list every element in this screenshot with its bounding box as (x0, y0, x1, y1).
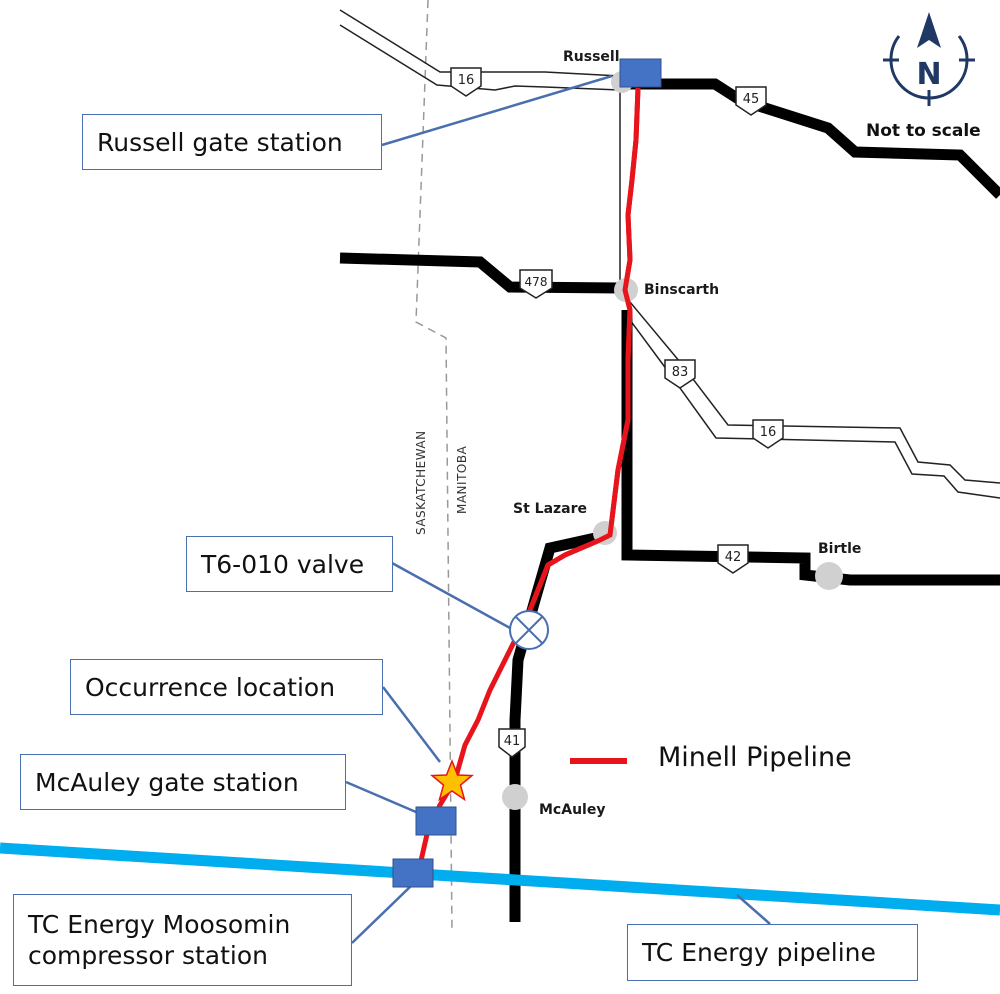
leader-valve (391, 561, 511, 630)
callout-text: Occurrence location (85, 672, 336, 702)
provincial-border (415, 0, 453, 931)
highway-shield-42: 42 (717, 544, 749, 574)
highway-83-16-east (629, 301, 1000, 499)
svg-text:83: 83 (672, 365, 689, 380)
highway-41 (509, 531, 602, 922)
town-label-st-lazare: St Lazare (513, 501, 587, 517)
mcauley-gate-station[interactable] (415, 806, 457, 836)
callout-t6-010-valve: T6-010 valve (186, 536, 393, 592)
leader-tc-pipeline (736, 894, 771, 925)
highway-shield-16-east: 16 (752, 419, 784, 449)
tc-energy-moosomin-compressor-station[interactable] (392, 858, 434, 888)
occurrence-star-icon[interactable] (429, 758, 475, 802)
callout-mcauley-gate-station: McAuley gate station (20, 754, 346, 810)
town-label-mcauley: McAuley (539, 802, 605, 818)
town-label-birtle: Birtle (818, 541, 861, 557)
town-dot-birtle (815, 562, 843, 590)
callout-text: McAuley gate station (35, 767, 299, 797)
highway-shield-45: 45 (735, 86, 767, 116)
leader-russell-gate (381, 74, 613, 147)
svg-text:16: 16 (760, 425, 777, 440)
north-arrow-icon: N (883, 12, 975, 106)
highway-shield-41: 41 (498, 728, 526, 758)
highway-45 (620, 78, 1000, 199)
callout-text: Russell gate station (97, 127, 343, 157)
svg-text:16: 16 (458, 73, 475, 88)
callout-text: T6-010 valve (201, 549, 365, 579)
valve-icon[interactable] (509, 610, 549, 650)
minell-pipeline (417, 87, 641, 866)
callout-leaders (345, 74, 771, 944)
town-label-russell: Russell (563, 49, 620, 65)
leader-compressor (351, 884, 413, 944)
svg-text:41: 41 (504, 734, 521, 749)
not-to-scale-note: Not to scale (866, 121, 981, 141)
svg-text:42: 42 (725, 550, 742, 565)
town-dot-mcauley (502, 784, 528, 810)
highway-478 (339, 252, 621, 294)
svg-text:N: N (916, 57, 941, 92)
highway-16-west (339, 9, 621, 91)
town-label-binscarth: Binscarth (644, 282, 719, 298)
highway-shield-478: 478 (519, 269, 553, 299)
highway-shield-16-west: 16 (450, 67, 482, 97)
russell-gate-station[interactable] (619, 58, 662, 88)
callout-occurrence-location: Occurrence location (70, 659, 383, 715)
leader-mcauley-gate (345, 780, 417, 814)
province-label-saskatchewan: SASKATCHEWAN (414, 430, 428, 535)
callout-tc-energy-moosomin-compressor-station: TC Energy Moosomin compressor station (13, 894, 352, 986)
callout-text-line2: compressor station (28, 941, 268, 970)
highway-vertical-binscarth (621, 310, 1000, 586)
svg-text:478: 478 (525, 275, 548, 289)
highway-shield-83: 83 (664, 359, 696, 389)
legend-minell-pipeline-label: Minell Pipeline (658, 742, 852, 773)
tc-energy-pipeline (0, 842, 1000, 916)
svg-text:45: 45 (743, 92, 760, 107)
province-label-manitoba: MANITOBA (455, 445, 469, 514)
callout-text: TC Energy pipeline (642, 938, 876, 967)
callout-tc-energy-pipeline: TC Energy pipeline (627, 924, 918, 981)
leader-occurrence (382, 686, 441, 763)
callout-text-line1: TC Energy Moosomin (28, 910, 291, 939)
callout-russell-gate-station: Russell gate station (82, 114, 382, 170)
